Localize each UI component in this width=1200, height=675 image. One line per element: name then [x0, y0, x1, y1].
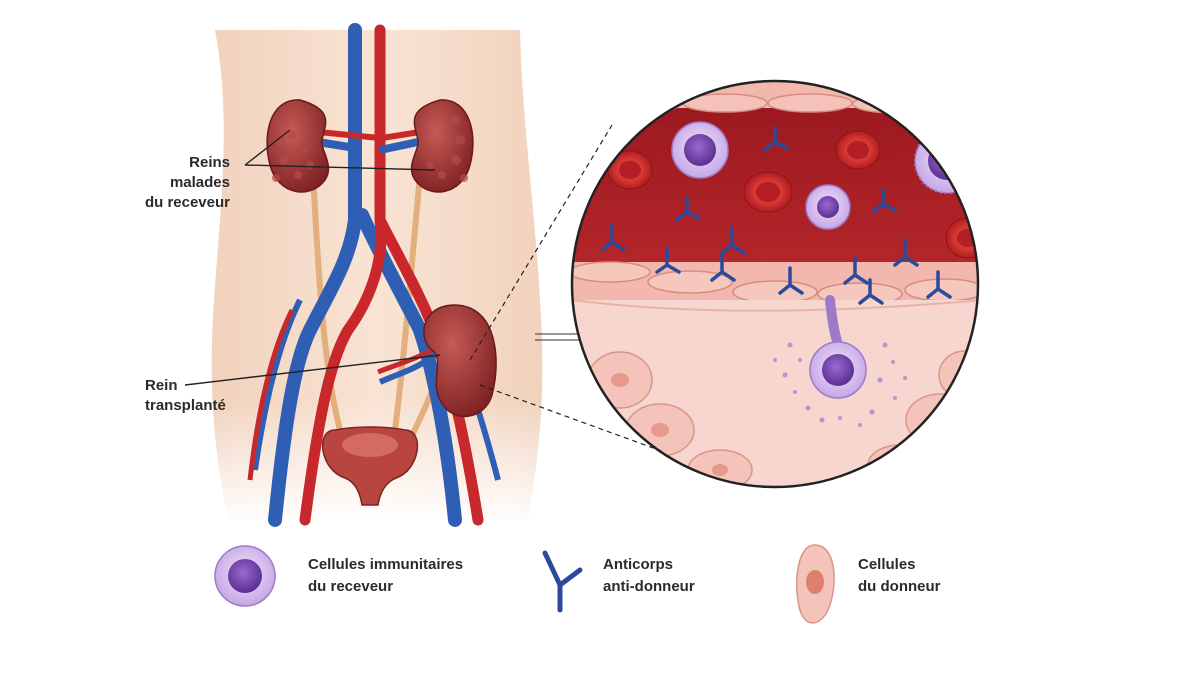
label-transplanted-kidney: Rein transplanté [145, 376, 226, 416]
zoom-line-bottom [479, 384, 701, 466]
legend-antibody-line1: Anticorps [603, 556, 674, 573]
legend-donor-line2: du donneur [858, 578, 941, 595]
antibody-icon [542, 550, 583, 613]
endothelial-cells-top [599, 93, 978, 116]
label-transplanted-kidney-line2: transplanté [145, 397, 226, 414]
label-diseased-kidneys-line2: du receveur [144, 194, 230, 211]
callout-transplanted-kidney [184, 354, 441, 386]
magnified-vessel-view [572, 81, 978, 487]
migrating-immune-cell [773, 295, 907, 427]
torso-illustration [184, 23, 560, 527]
label-diseased-kidneys-line1: Reins malades [169, 154, 230, 191]
label-transplanted-kidney-line1: Rein [145, 377, 178, 394]
legend-donor-line1: Cellules [858, 556, 916, 573]
magnifier-border [570, 79, 980, 489]
legend-antibody-line2: anti-donneur [603, 578, 695, 595]
immune-cell-icon [214, 545, 276, 607]
zoom-line-top [469, 124, 613, 361]
legend-item-antibodies: Anticorps anti-donneur [603, 554, 695, 598]
legend-item-donor-cells: Cellules du donneur [858, 554, 941, 598]
legend-item-immune-cells: Cellules immunitaires du receveur [308, 554, 463, 598]
callout-diseased-kidneys [244, 129, 436, 171]
transplanted-kidney [423, 304, 497, 417]
legend-immune-line1: Cellules immunitaires [308, 556, 464, 573]
donor-cell-icon [796, 544, 835, 624]
legend-immune-line2: du receveur [308, 578, 394, 595]
label-diseased-kidneys: Reins malades du receveur [130, 153, 230, 213]
antibodies [600, 126, 952, 305]
